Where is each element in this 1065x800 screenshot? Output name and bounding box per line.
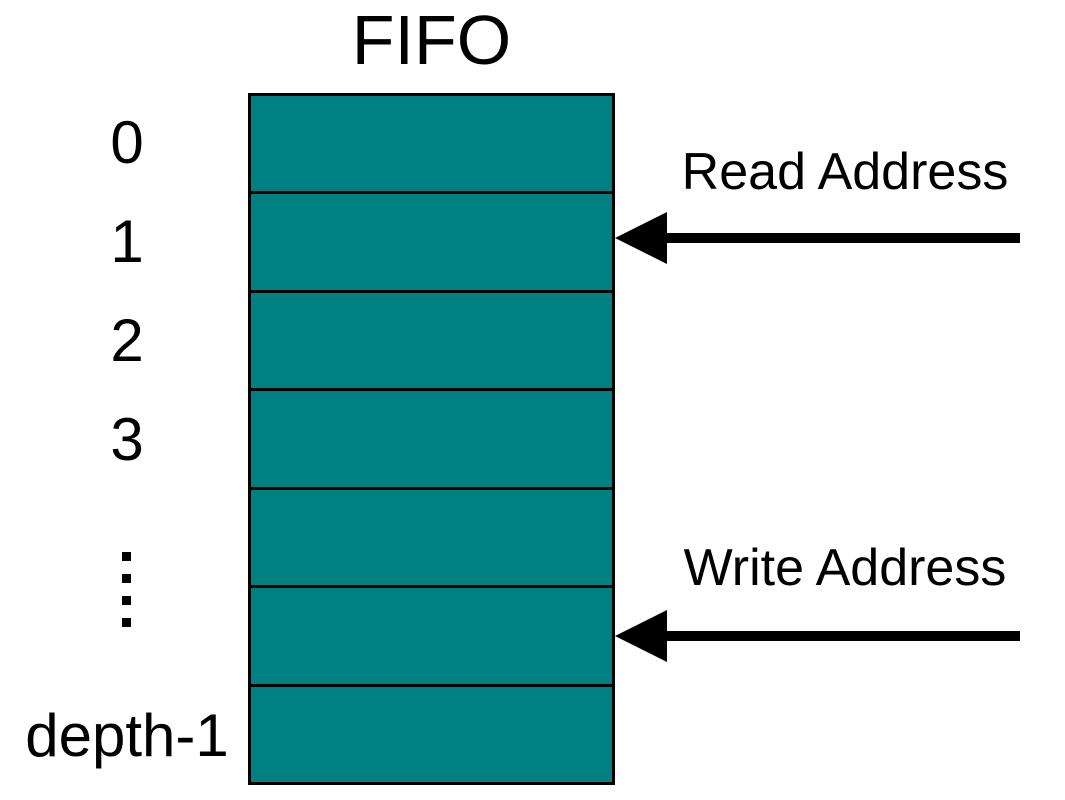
row-index-label-1: 1	[110, 208, 144, 275]
row-index-label-3: 3	[110, 406, 144, 473]
write-address-label: Write Address	[683, 539, 1007, 597]
fifo-cell-2	[251, 292, 612, 392]
vertical-ellipsis-icon	[122, 552, 131, 627]
fifo-cell-6	[251, 686, 612, 782]
fifo-cell-1	[251, 194, 612, 293]
diagram-title: FIFO	[351, 1, 512, 79]
write-address-arrow-shaft	[665, 631, 1020, 641]
read-address-arrow-head-icon	[615, 212, 667, 264]
ellipsis-dot	[122, 552, 131, 561]
ellipsis-dot	[122, 596, 131, 605]
read-address-label: Read Address	[681, 143, 1009, 201]
fifo-cell-0	[251, 96, 612, 195]
ellipsis-dot	[122, 574, 131, 583]
write-address-arrow-head-icon	[615, 610, 667, 662]
fifo-memory-stack	[248, 93, 615, 785]
row-index-label-0: 0	[110, 109, 144, 176]
fifo-cell-5	[251, 588, 612, 687]
read-address-arrow-shaft	[665, 233, 1020, 243]
ellipsis-dot	[122, 618, 131, 627]
row-index-label-depth-1: depth-1	[25, 702, 229, 769]
row-index-label-2: 2	[110, 307, 144, 374]
fifo-cell-4	[251, 489, 612, 589]
fifo-cell-3	[251, 391, 612, 490]
